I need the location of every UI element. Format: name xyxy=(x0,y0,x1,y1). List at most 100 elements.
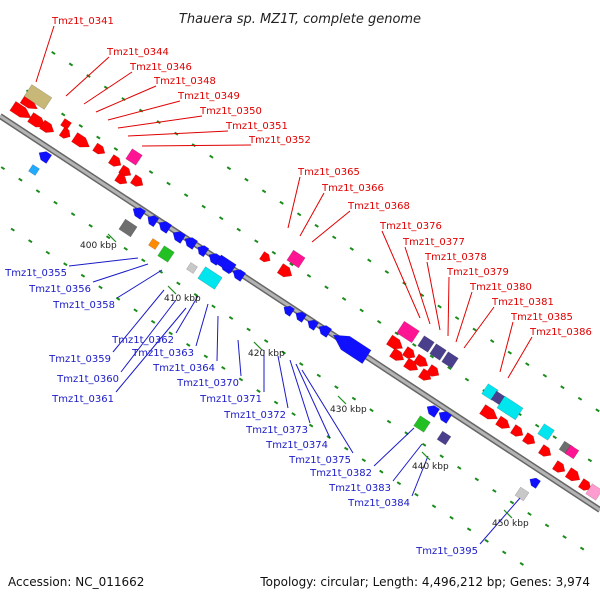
forward-gene xyxy=(389,347,405,361)
tick-mark xyxy=(560,385,565,390)
tick-mark xyxy=(349,246,355,251)
tick-mark xyxy=(261,189,267,194)
tick-mark xyxy=(449,515,454,520)
slate-gene xyxy=(417,335,435,353)
slate-gene xyxy=(436,430,452,446)
reverse-gene-label: Tmz1t_0361 xyxy=(51,394,114,405)
tick-mark xyxy=(341,296,347,301)
tick-mark xyxy=(186,342,191,347)
leader-line xyxy=(289,359,311,424)
tick-mark xyxy=(439,454,444,459)
magenta-gene xyxy=(564,444,580,460)
leader-line xyxy=(381,230,421,319)
tick-mark xyxy=(28,239,33,244)
forward-gene xyxy=(577,478,592,491)
tick-mark xyxy=(306,273,312,278)
tick-mark xyxy=(527,511,532,516)
tick-mark xyxy=(507,350,512,355)
tick-mark xyxy=(308,423,314,428)
tick-mark xyxy=(133,308,138,313)
forward-gene-label: Tmz1t_0341 xyxy=(51,16,114,27)
tick-mark xyxy=(367,258,372,263)
leader-line xyxy=(455,291,473,343)
reverse-gene xyxy=(158,221,173,234)
leader-line xyxy=(195,303,209,347)
forward-gene-label: Tmz1t_0349 xyxy=(177,91,240,102)
reverse-gene-label: Tmz1t_0356 xyxy=(28,284,91,295)
forward-gene-label: Tmz1t_0385 xyxy=(510,312,573,323)
leader-line xyxy=(65,56,110,97)
scale-tick xyxy=(167,285,177,295)
tick-mark xyxy=(447,366,452,370)
forward-gene-label: Tmz1t_0352 xyxy=(248,135,311,146)
reverse-gene-label: Tmz1t_0374 xyxy=(265,440,328,451)
leader-line xyxy=(92,263,149,283)
scale-label: 420 kbp xyxy=(248,349,285,359)
forward-gene-label: Tmz1t_0368 xyxy=(347,201,410,212)
reverse-gene xyxy=(426,405,441,418)
tick-mark xyxy=(289,262,294,267)
tick-mark xyxy=(281,350,286,355)
forward-gene xyxy=(537,444,552,457)
forward-gene xyxy=(9,101,32,119)
reverse-gene-label: Tmz1t_0373 xyxy=(245,425,308,436)
reverse-gene xyxy=(438,411,453,424)
tick-mark xyxy=(150,319,156,324)
reverse-gene xyxy=(184,237,199,250)
tick-mark xyxy=(412,343,417,347)
forward-gene xyxy=(551,460,566,473)
tick-mark xyxy=(376,320,382,324)
tick-mark xyxy=(519,561,524,566)
tick-mark xyxy=(489,339,495,344)
tick-mark xyxy=(484,538,489,543)
forward-gene xyxy=(39,119,55,133)
leader-line xyxy=(237,339,242,377)
label-leader-lines xyxy=(35,25,533,545)
tick-mark xyxy=(105,235,111,240)
leader-line xyxy=(83,71,133,105)
tick-mark xyxy=(78,124,84,128)
tick-mark xyxy=(70,212,76,217)
tick-mark xyxy=(209,154,214,159)
tick-mark xyxy=(472,327,477,332)
leader-line xyxy=(301,369,354,454)
tick-mark xyxy=(379,469,384,474)
tick-mark xyxy=(587,458,593,463)
leader-line xyxy=(392,443,423,482)
forward-gene-label: Tmz1t_0366 xyxy=(321,183,384,194)
tick-mark xyxy=(525,362,530,367)
tick-mark xyxy=(254,239,259,244)
leader-line xyxy=(404,246,431,325)
reverse-gene-label: Tmz1t_0383 xyxy=(328,483,391,494)
tick-mark xyxy=(579,546,585,551)
leader-line xyxy=(507,336,533,379)
tick-mark xyxy=(431,504,437,509)
tick-mark xyxy=(595,408,600,413)
tick-mark xyxy=(193,292,199,297)
tick-mark xyxy=(457,465,462,470)
tick-mark xyxy=(544,523,550,528)
genome-summary-text: Topology: circular; Length: 4,496,212 bp… xyxy=(259,575,590,589)
reverse-gene xyxy=(232,269,247,282)
leader-line xyxy=(95,85,157,113)
tick-mark xyxy=(369,408,374,413)
leader-line xyxy=(120,299,177,373)
scale-tick xyxy=(253,341,263,351)
tick-mark xyxy=(113,147,119,151)
reverse-gene xyxy=(132,207,147,220)
tick-mark xyxy=(0,166,6,171)
tick-mark xyxy=(324,285,329,290)
tick-mark xyxy=(221,366,226,370)
tick-mark xyxy=(10,227,15,232)
tick-mark xyxy=(256,389,261,393)
reverse-gene xyxy=(318,325,333,338)
tick-mark xyxy=(61,112,66,117)
tick-mark xyxy=(562,535,567,539)
forward-gene xyxy=(495,415,511,429)
orange-gene xyxy=(148,238,160,250)
light-gray-gene xyxy=(514,486,530,502)
leader-line xyxy=(141,144,252,147)
map-title: Thauera sp. MZ1T, complete genome xyxy=(179,12,421,27)
magenta-gene xyxy=(286,249,306,269)
